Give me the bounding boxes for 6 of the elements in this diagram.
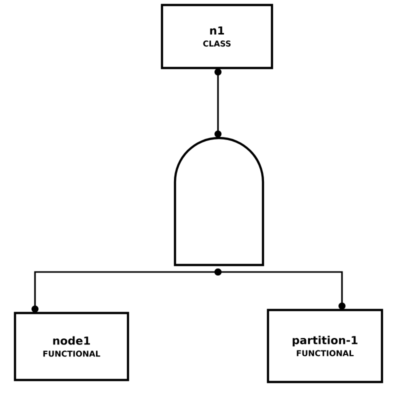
connector: [214, 68, 222, 138]
connector: [214, 268, 346, 310]
component-box: n1 CLASS: [160, 4, 274, 70]
component-box: partition-1 FUNCTIONAL: [266, 308, 384, 384]
component-box: node1 FUNCTIONAL: [14, 312, 130, 382]
and-gate: [174, 136, 264, 266]
